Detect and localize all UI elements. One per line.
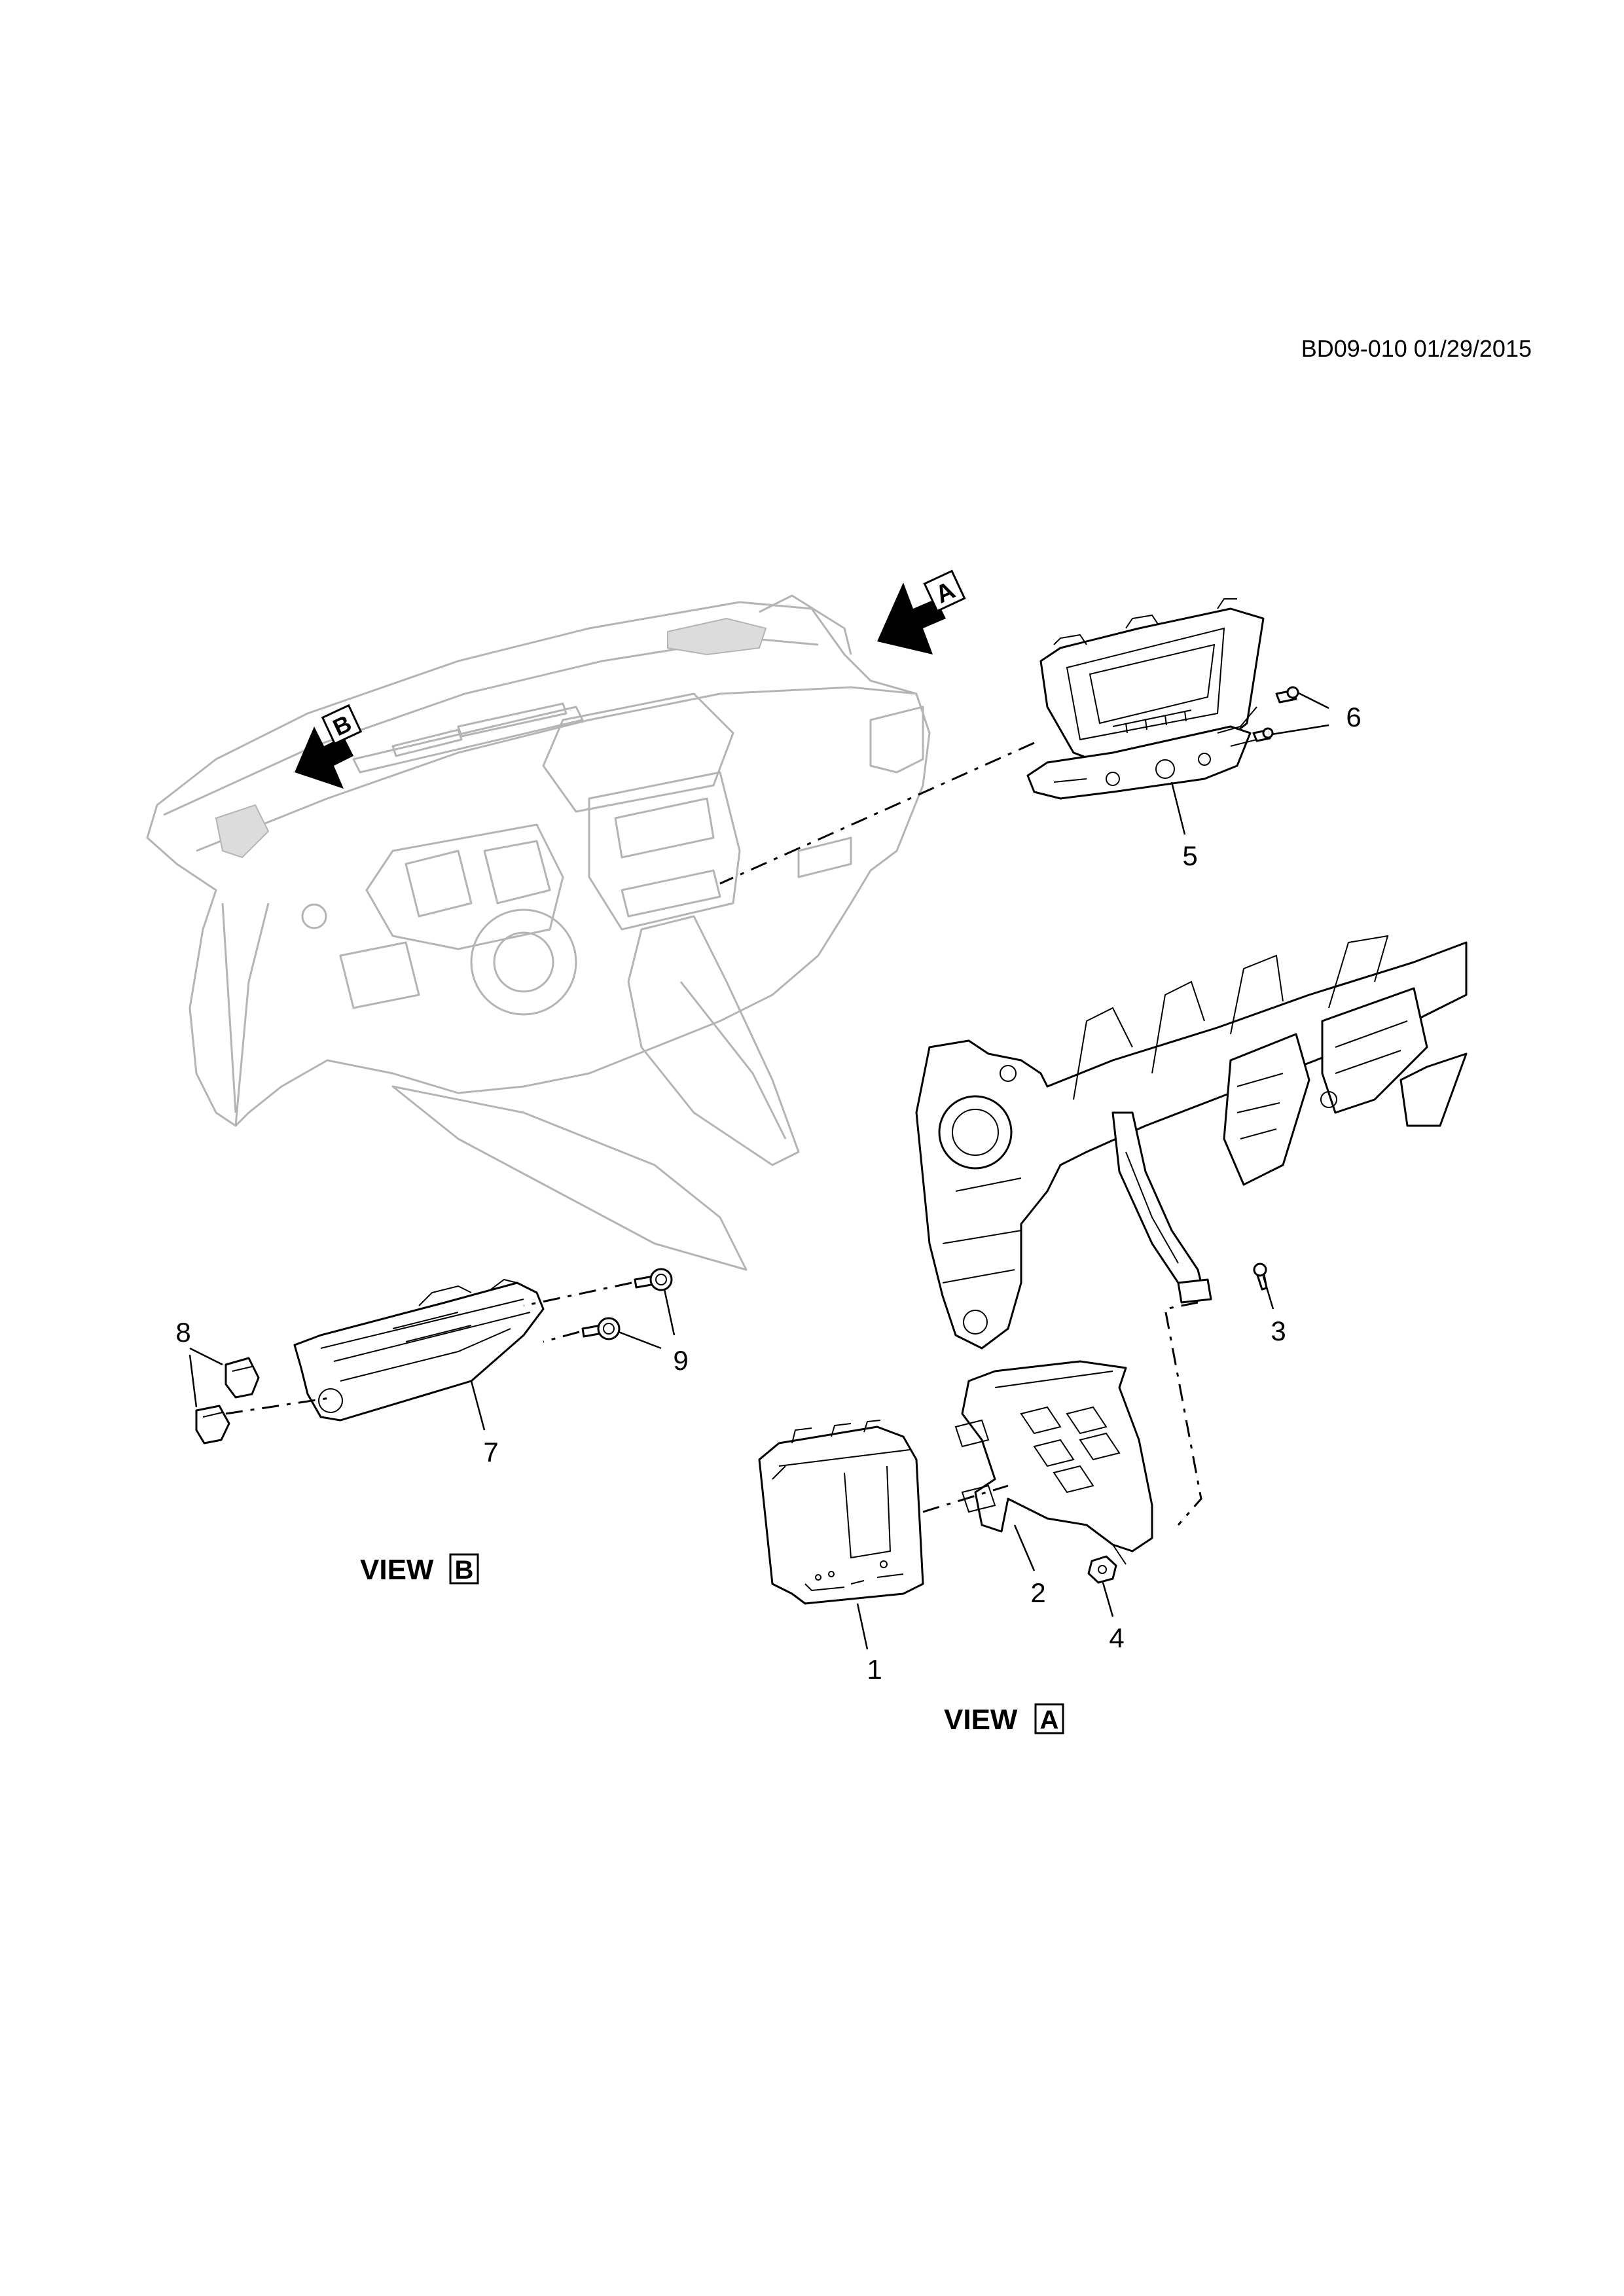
leader-4 xyxy=(1102,1582,1114,1617)
callout-8: 8 xyxy=(175,1317,190,1348)
callout-3: 3 xyxy=(1271,1316,1286,1346)
callout-6: 6 xyxy=(1346,702,1361,732)
part-5-display-control-panel xyxy=(1026,598,1265,800)
callout-2: 2 xyxy=(1030,1577,1045,1608)
view-b-letter: B xyxy=(455,1556,474,1585)
view-a-letter: A xyxy=(1040,1706,1059,1734)
leader-8 xyxy=(189,1347,223,1408)
part-6-screws xyxy=(1252,686,1299,742)
view-b-arrow: B xyxy=(295,704,363,789)
leader-9a xyxy=(663,1289,676,1336)
part-9-screws xyxy=(581,1268,673,1340)
leader-9b xyxy=(618,1331,662,1350)
install-path-1 xyxy=(922,1484,1009,1513)
leader-6b xyxy=(1271,724,1329,736)
callout-7: 7 xyxy=(483,1437,498,1467)
leader-1 xyxy=(856,1603,869,1650)
callout-5: 5 xyxy=(1182,840,1197,871)
view-b-word: VIEW xyxy=(360,1554,434,1586)
install-path-9b xyxy=(543,1331,580,1343)
leader-3 xyxy=(1262,1276,1274,1310)
leader-5 xyxy=(1170,781,1186,835)
view-a-arrow: A xyxy=(877,569,966,655)
cross-car-beam xyxy=(915,935,1468,1350)
callout-1: 1 xyxy=(867,1654,882,1685)
install-path-3 xyxy=(1164,1301,1202,1526)
leader-7 xyxy=(470,1380,486,1431)
part-8-clips xyxy=(195,1357,260,1444)
view-a-word: VIEW xyxy=(944,1704,1018,1736)
part-2-bracket xyxy=(954,1360,1153,1565)
callout-9: 9 xyxy=(673,1345,688,1376)
part-7-module xyxy=(293,1278,545,1422)
view-a-label: VIEW A xyxy=(944,1703,1064,1736)
drawing-reference: BD09-010 01/29/2015 xyxy=(1301,335,1532,362)
part-4-nut xyxy=(1087,1555,1117,1584)
callout-4: 4 xyxy=(1109,1623,1124,1653)
leader-2 xyxy=(1013,1524,1036,1571)
leader-6a xyxy=(1297,691,1329,709)
part-1-module xyxy=(758,1420,924,1605)
view-b-label: VIEW B xyxy=(360,1553,479,1586)
part-3-screw xyxy=(1253,1263,1268,1291)
install-path-5 xyxy=(719,742,1035,885)
instrument-panel-ghost xyxy=(146,594,931,1271)
